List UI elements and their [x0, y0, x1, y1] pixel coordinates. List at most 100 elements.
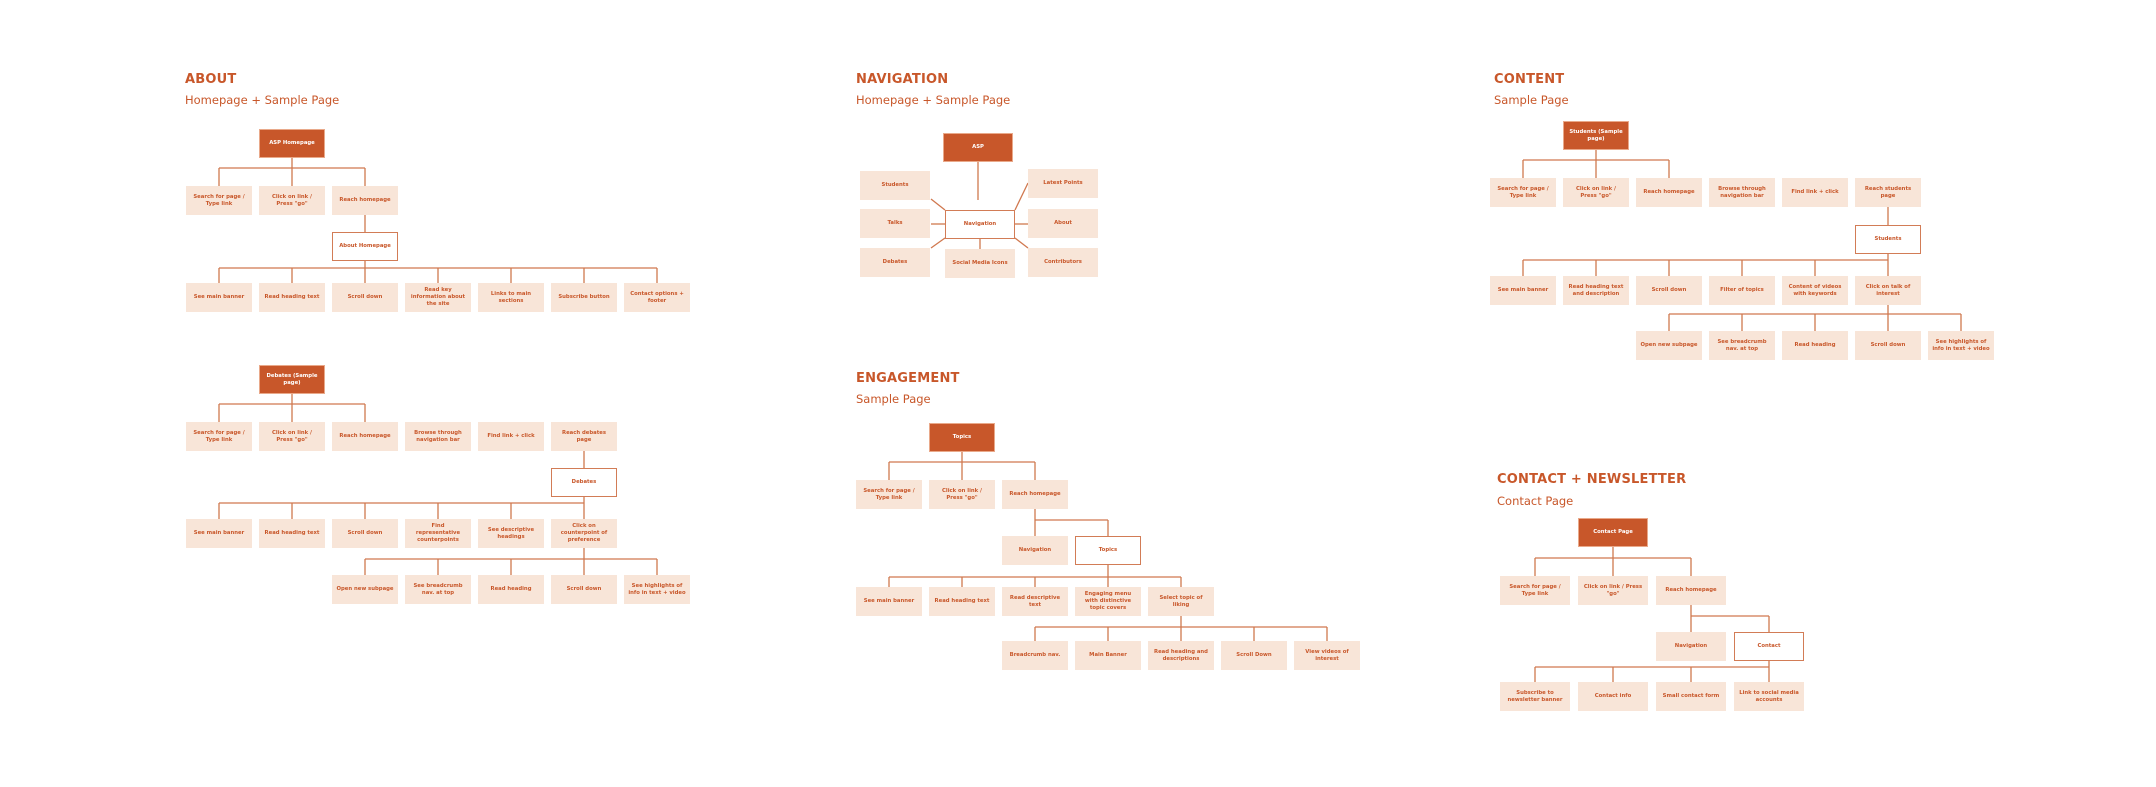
about-node: See main banner	[186, 519, 252, 548]
navigation-connector	[930, 237, 946, 249]
content-node: Read heading	[1782, 331, 1848, 360]
engagement-node: Click on link / Press "go"	[929, 480, 995, 509]
about-node: Reach homepage	[332, 422, 398, 451]
about-node: Browse through navigation bar	[405, 422, 471, 451]
contact-node: Small contact form	[1656, 682, 1726, 711]
about-node: Subscribe button	[551, 283, 617, 312]
about-node-root: Debates (Sample page)	[259, 365, 325, 394]
about-node: Read heading text	[259, 519, 325, 548]
about-node-root: ASP Homepage	[259, 129, 325, 158]
about-node: Click on link / Press "go"	[259, 422, 325, 451]
content-node: Search for page / Type link	[1490, 178, 1556, 207]
about-node: See highlights of info in text + video	[624, 575, 690, 604]
about-section-subtitle: Homepage + Sample Page	[185, 93, 340, 107]
contact-node: Subscribe to newsletter banner	[1500, 682, 1570, 711]
about-node: Contact options + footer	[624, 283, 690, 312]
about-node: Reach homepage	[332, 186, 398, 215]
content-node: Scroll down	[1636, 276, 1702, 305]
content-node: Open new subpage	[1636, 331, 1702, 360]
about-section-title: ABOUT	[185, 72, 237, 87]
content-node: Filter of topics	[1709, 276, 1775, 305]
about-node: Links to main sections	[478, 283, 544, 312]
about-node: Click on link / Press "go"	[259, 186, 325, 215]
about-node-outline: About Homepage	[332, 232, 398, 261]
navigation-node: Social Media Icons	[945, 249, 1015, 278]
engagement-node: View videos of interest	[1294, 641, 1360, 670]
navigation-node-outline: Navigation	[945, 210, 1015, 239]
engagement-node: Engaging menu with distinctive topic cov…	[1075, 587, 1141, 616]
content-node: Read heading text and description	[1563, 276, 1629, 305]
contact-node: Reach homepage	[1656, 576, 1726, 605]
contact-node: Navigation	[1656, 632, 1726, 661]
navigation-node: Latest Points	[1028, 169, 1098, 198]
content-node: Click on link / Press "go"	[1563, 178, 1629, 207]
contact-node-outline: Contact	[1734, 632, 1804, 661]
engagement-node: Search for page / Type link	[856, 480, 922, 509]
about-node: See breadcrumb nav. at top	[405, 575, 471, 604]
content-section-title: CONTENT	[1494, 72, 1565, 87]
engagement-node: Select topic of liking	[1148, 587, 1214, 616]
about-node-outline: Debates	[551, 468, 617, 497]
engagement-section-title: ENGAGEMENT	[856, 371, 960, 386]
engagement-node: Read heading text	[929, 587, 995, 616]
navigation-connector	[930, 198, 946, 211]
contact-node-root: Contact Page	[1578, 518, 1648, 547]
engagement-section-subtitle: Sample Page	[856, 392, 931, 406]
navigation-node-root: ASP	[943, 133, 1013, 162]
content-section-subtitle: Sample Page	[1494, 93, 1569, 107]
engagement-node: Breadcrumb nav.	[1002, 641, 1068, 670]
navigation-section-title: NAVIGATION	[856, 72, 949, 87]
navigation-node: Students	[860, 171, 930, 200]
about-node: See descriptive headings	[478, 519, 544, 548]
navigation-node: Talks	[860, 209, 930, 238]
about-node: Click on counterpoint of preference	[551, 519, 617, 548]
engagement-node: Main Banner	[1075, 641, 1141, 670]
about-node: Scroll down	[332, 283, 398, 312]
about-node: Reach debates page	[551, 422, 617, 451]
content-node: Scroll down	[1855, 331, 1921, 360]
contact-node: Contact info	[1578, 682, 1648, 711]
content-node: See main banner	[1490, 276, 1556, 305]
content-node-root: Students (Sample page)	[1563, 121, 1629, 150]
content-node: Reach homepage	[1636, 178, 1702, 207]
about-node: Read key information about the site	[405, 283, 471, 312]
engagement-node: See main banner	[856, 587, 922, 616]
content-node: Content of videos with keywords	[1782, 276, 1848, 305]
about-node: Scroll down	[551, 575, 617, 604]
engagement-node: Read heading and descriptions	[1148, 641, 1214, 670]
navigation-node: Debates	[860, 248, 930, 277]
content-node: Reach students page	[1855, 178, 1921, 207]
contact-node: Click on link / Press "go"	[1578, 576, 1648, 605]
about-node: Search for page / Type link	[186, 422, 252, 451]
about-node: See main banner	[186, 283, 252, 312]
contact-node: Link to social media accounts	[1734, 682, 1804, 711]
about-node: Find representative counterpoints	[405, 519, 471, 548]
content-node: See highlights of info in text + video	[1928, 331, 1994, 360]
navigation-section-subtitle: Homepage + Sample Page	[856, 93, 1011, 107]
navigation-node: Contributors	[1028, 248, 1098, 277]
about-node: Read heading	[478, 575, 544, 604]
engagement-node-root: Topics	[929, 423, 995, 452]
contact-node: Search for page / Type link	[1500, 576, 1570, 605]
engagement-node: Navigation	[1002, 536, 1068, 565]
contact-section-title: CONTACT + NEWSLETTER	[1497, 472, 1687, 487]
navigation-node: About	[1028, 209, 1098, 238]
engagement-node: Read descriptive text	[1002, 587, 1068, 616]
navigation-connector	[1014, 182, 1029, 211]
engagement-node: Reach homepage	[1002, 480, 1068, 509]
content-node: Click on talk of interest	[1855, 276, 1921, 305]
navigation-connector	[1014, 237, 1029, 249]
about-node: Scroll down	[332, 519, 398, 548]
about-node: Search for page / Type link	[186, 186, 252, 215]
content-node: See breadcrumb nav. at top	[1709, 331, 1775, 360]
contact-section-subtitle: Contact Page	[1497, 494, 1574, 508]
about-node: Find link + click	[478, 422, 544, 451]
content-node-outline: Students	[1855, 225, 1921, 254]
content-node: Browse through navigation bar	[1709, 178, 1775, 207]
about-node: Read heading text	[259, 283, 325, 312]
content-node: Find link + click	[1782, 178, 1848, 207]
about-node: Open new subpage	[332, 575, 398, 604]
engagement-node: Scroll Down	[1221, 641, 1287, 670]
